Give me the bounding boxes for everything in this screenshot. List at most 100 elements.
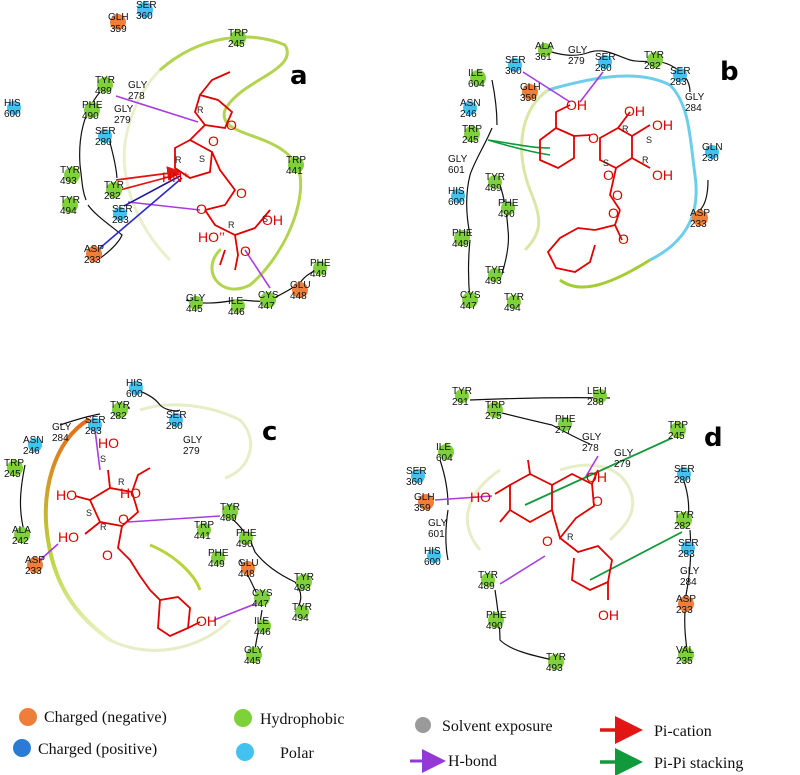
residue-label: SER [670,66,691,77]
ligand-d-atom: HO [470,489,491,505]
residue-label: GLY [114,104,134,115]
legend-item-solvent: Solvent exposure [415,717,553,735]
legend-label: Charged (positive) [38,741,157,758]
residue-label: 360 [136,11,153,22]
ligand-a-stereo: S [262,214,268,224]
residue-label: 490 [82,111,99,122]
residue-label: ILE [436,442,451,453]
ligand-d-stereo: R [567,532,574,542]
residue-label: 359 [414,503,431,514]
ligand-a-stereo: S [199,154,205,164]
residue-label: TYR [110,400,130,411]
residue-label: 279 [614,459,631,470]
ligand-c-stereo: R [118,477,125,487]
ligand-a-stereo: R [175,155,182,165]
residue-label: 283 [85,426,102,437]
residue-label: 490 [486,621,503,632]
ligand-c-atom: HO [56,487,77,503]
residue-label: 600 [126,389,143,400]
residue-label: 279 [183,446,200,457]
residue-label: GLY [582,432,602,443]
ligand-c-stereo: S [100,454,106,464]
residue-label: 282 [674,521,691,532]
residue-label: 604 [468,79,485,90]
panel-d: d HO OH O [406,386,723,674]
ligand-a-atom: O [196,201,207,217]
residue-label: TYR [546,652,566,663]
ligand-d-atom: OH [586,469,607,485]
residue-label: 447 [460,301,477,312]
ligand-b-atom: OH [652,117,673,133]
residue-label: TYR [292,602,312,613]
legend-label: Charged (negative) [44,709,167,726]
residue-label: GLH [108,12,129,23]
residue-label: 493 [60,176,77,187]
residue-label: GLH [414,492,435,503]
residue-label: SER [166,410,187,421]
ligand-b-atom: O [612,187,623,203]
residue-label: 230 [702,153,719,164]
residue-label: HIS [424,546,441,557]
panel-b-label: b [720,57,739,87]
residue-label: 280 [166,421,183,432]
residue-label: ASN [23,435,44,446]
residue-label: 278 [582,443,599,454]
residue-label: 449 [452,239,469,250]
residue-label: GLY [183,435,203,446]
residue-label: 282 [644,61,661,72]
residue-label: 360 [505,66,522,77]
residue-label: 280 [674,475,691,486]
legend-label: H-bond [448,753,497,770]
residue-label: PHE [452,228,473,239]
residue-label: ASP [25,555,45,566]
residue-label: GLU [290,280,311,291]
ligand-c-atom: HO [98,435,119,451]
legend-label: Solvent exposure [442,718,553,735]
residue-label: TYR [104,180,124,191]
residue-label: 282 [110,411,127,422]
residue-label: GLY [680,566,700,577]
residue-label: GLY [685,92,705,103]
residue-label: 601 [448,165,465,176]
panel-c: c HO S HO HO S [4,378,314,667]
ligand-a-atom: HN⁺ [162,169,190,185]
residue-label: 282 [104,191,121,202]
residue-label: GLY [128,80,148,91]
ligand-b-atom: O [603,167,614,183]
residue-label: 494 [292,613,309,624]
residue-label: 604 [436,453,453,464]
residue-label: PHE [310,258,331,269]
ligand-b-atom: O [618,231,629,247]
residue-label: SER [406,466,427,477]
residue-label: PHE [82,100,103,111]
ligand-b-stereo: S [646,135,652,145]
panel-b: b OH [448,41,739,314]
residue-label: ALA [12,525,31,536]
residue-label: 277 [555,425,572,436]
ligand-a-atom: O [240,243,251,259]
residue-label: 246 [23,446,40,457]
residue-label: 441 [286,166,303,177]
